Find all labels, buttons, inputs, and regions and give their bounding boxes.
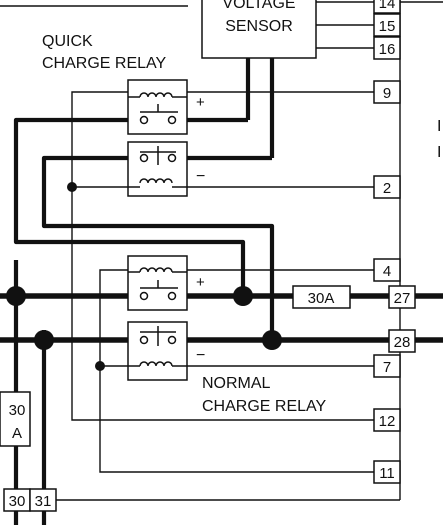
fuse-left: 30 A bbox=[0, 391, 31, 447]
coil-icon bbox=[139, 267, 173, 273]
quick-relay-label-line2: CHARGE RELAY bbox=[42, 55, 167, 72]
normal-relay-no bbox=[127, 255, 188, 311]
pin-12: 12 bbox=[379, 413, 396, 430]
junction-dots bbox=[6, 182, 282, 371]
thin-wires bbox=[30, 0, 443, 501]
quick-relay-label-line1: QUICK bbox=[42, 33, 93, 50]
edge-text-1: I bbox=[437, 118, 441, 135]
normal-relay-label-line1: NORMAL bbox=[202, 375, 271, 392]
power-buses bbox=[0, 293, 443, 343]
connector-pins: 14 15 16 9 2 4 27 28 7 12 11 bbox=[373, 0, 416, 484]
pin-4: 4 bbox=[383, 263, 391, 280]
coil-icon bbox=[139, 361, 173, 367]
contact-icon bbox=[139, 115, 149, 125]
contact-icon bbox=[139, 335, 149, 345]
bottom-pin-30: 30 bbox=[9, 493, 26, 510]
normal-relay-label-line2: CHARGE RELAY bbox=[202, 398, 327, 415]
fuse-30a-label: 30A bbox=[308, 290, 335, 307]
coil-icon bbox=[139, 178, 173, 184]
contact-icon bbox=[139, 153, 149, 163]
pin-28: 28 bbox=[394, 334, 411, 351]
voltage-sensor-line1: VOLTAGE bbox=[222, 0, 295, 12]
contact-icon bbox=[139, 291, 149, 301]
pin-27: 27 bbox=[394, 290, 411, 307]
pin-11: 11 bbox=[379, 465, 395, 482]
voltage-sensor-line2: SENSOR bbox=[225, 18, 293, 35]
fuse-left-line1: 30 bbox=[9, 402, 26, 419]
quick-relay-nc bbox=[127, 141, 188, 197]
voltage-sensor: VOLTAGE SENSOR bbox=[201, 0, 317, 59]
bottom-pin-31: 31 bbox=[35, 493, 52, 510]
pin-9: 9 bbox=[383, 85, 391, 102]
coil-icon bbox=[139, 92, 173, 98]
normal-relay-plus: + bbox=[196, 274, 205, 291]
pin-14: 14 bbox=[379, 0, 396, 12]
normal-relay-minus: − bbox=[196, 347, 205, 364]
pin-16: 16 bbox=[379, 41, 396, 58]
quick-relay-no bbox=[127, 79, 188, 135]
pin-2: 2 bbox=[383, 180, 391, 197]
normal-relay-nc bbox=[127, 321, 188, 381]
pin-7: 7 bbox=[383, 359, 391, 376]
fuse-left-line2: A bbox=[12, 425, 22, 442]
quick-relay-plus: + bbox=[196, 94, 205, 111]
fuse-30a: 30A bbox=[292, 285, 351, 309]
edge-text-2: I bbox=[437, 144, 441, 161]
pin-15: 15 bbox=[379, 18, 396, 35]
bottom-pins: 30 31 bbox=[3, 488, 57, 512]
quick-relay-minus: − bbox=[196, 168, 205, 185]
